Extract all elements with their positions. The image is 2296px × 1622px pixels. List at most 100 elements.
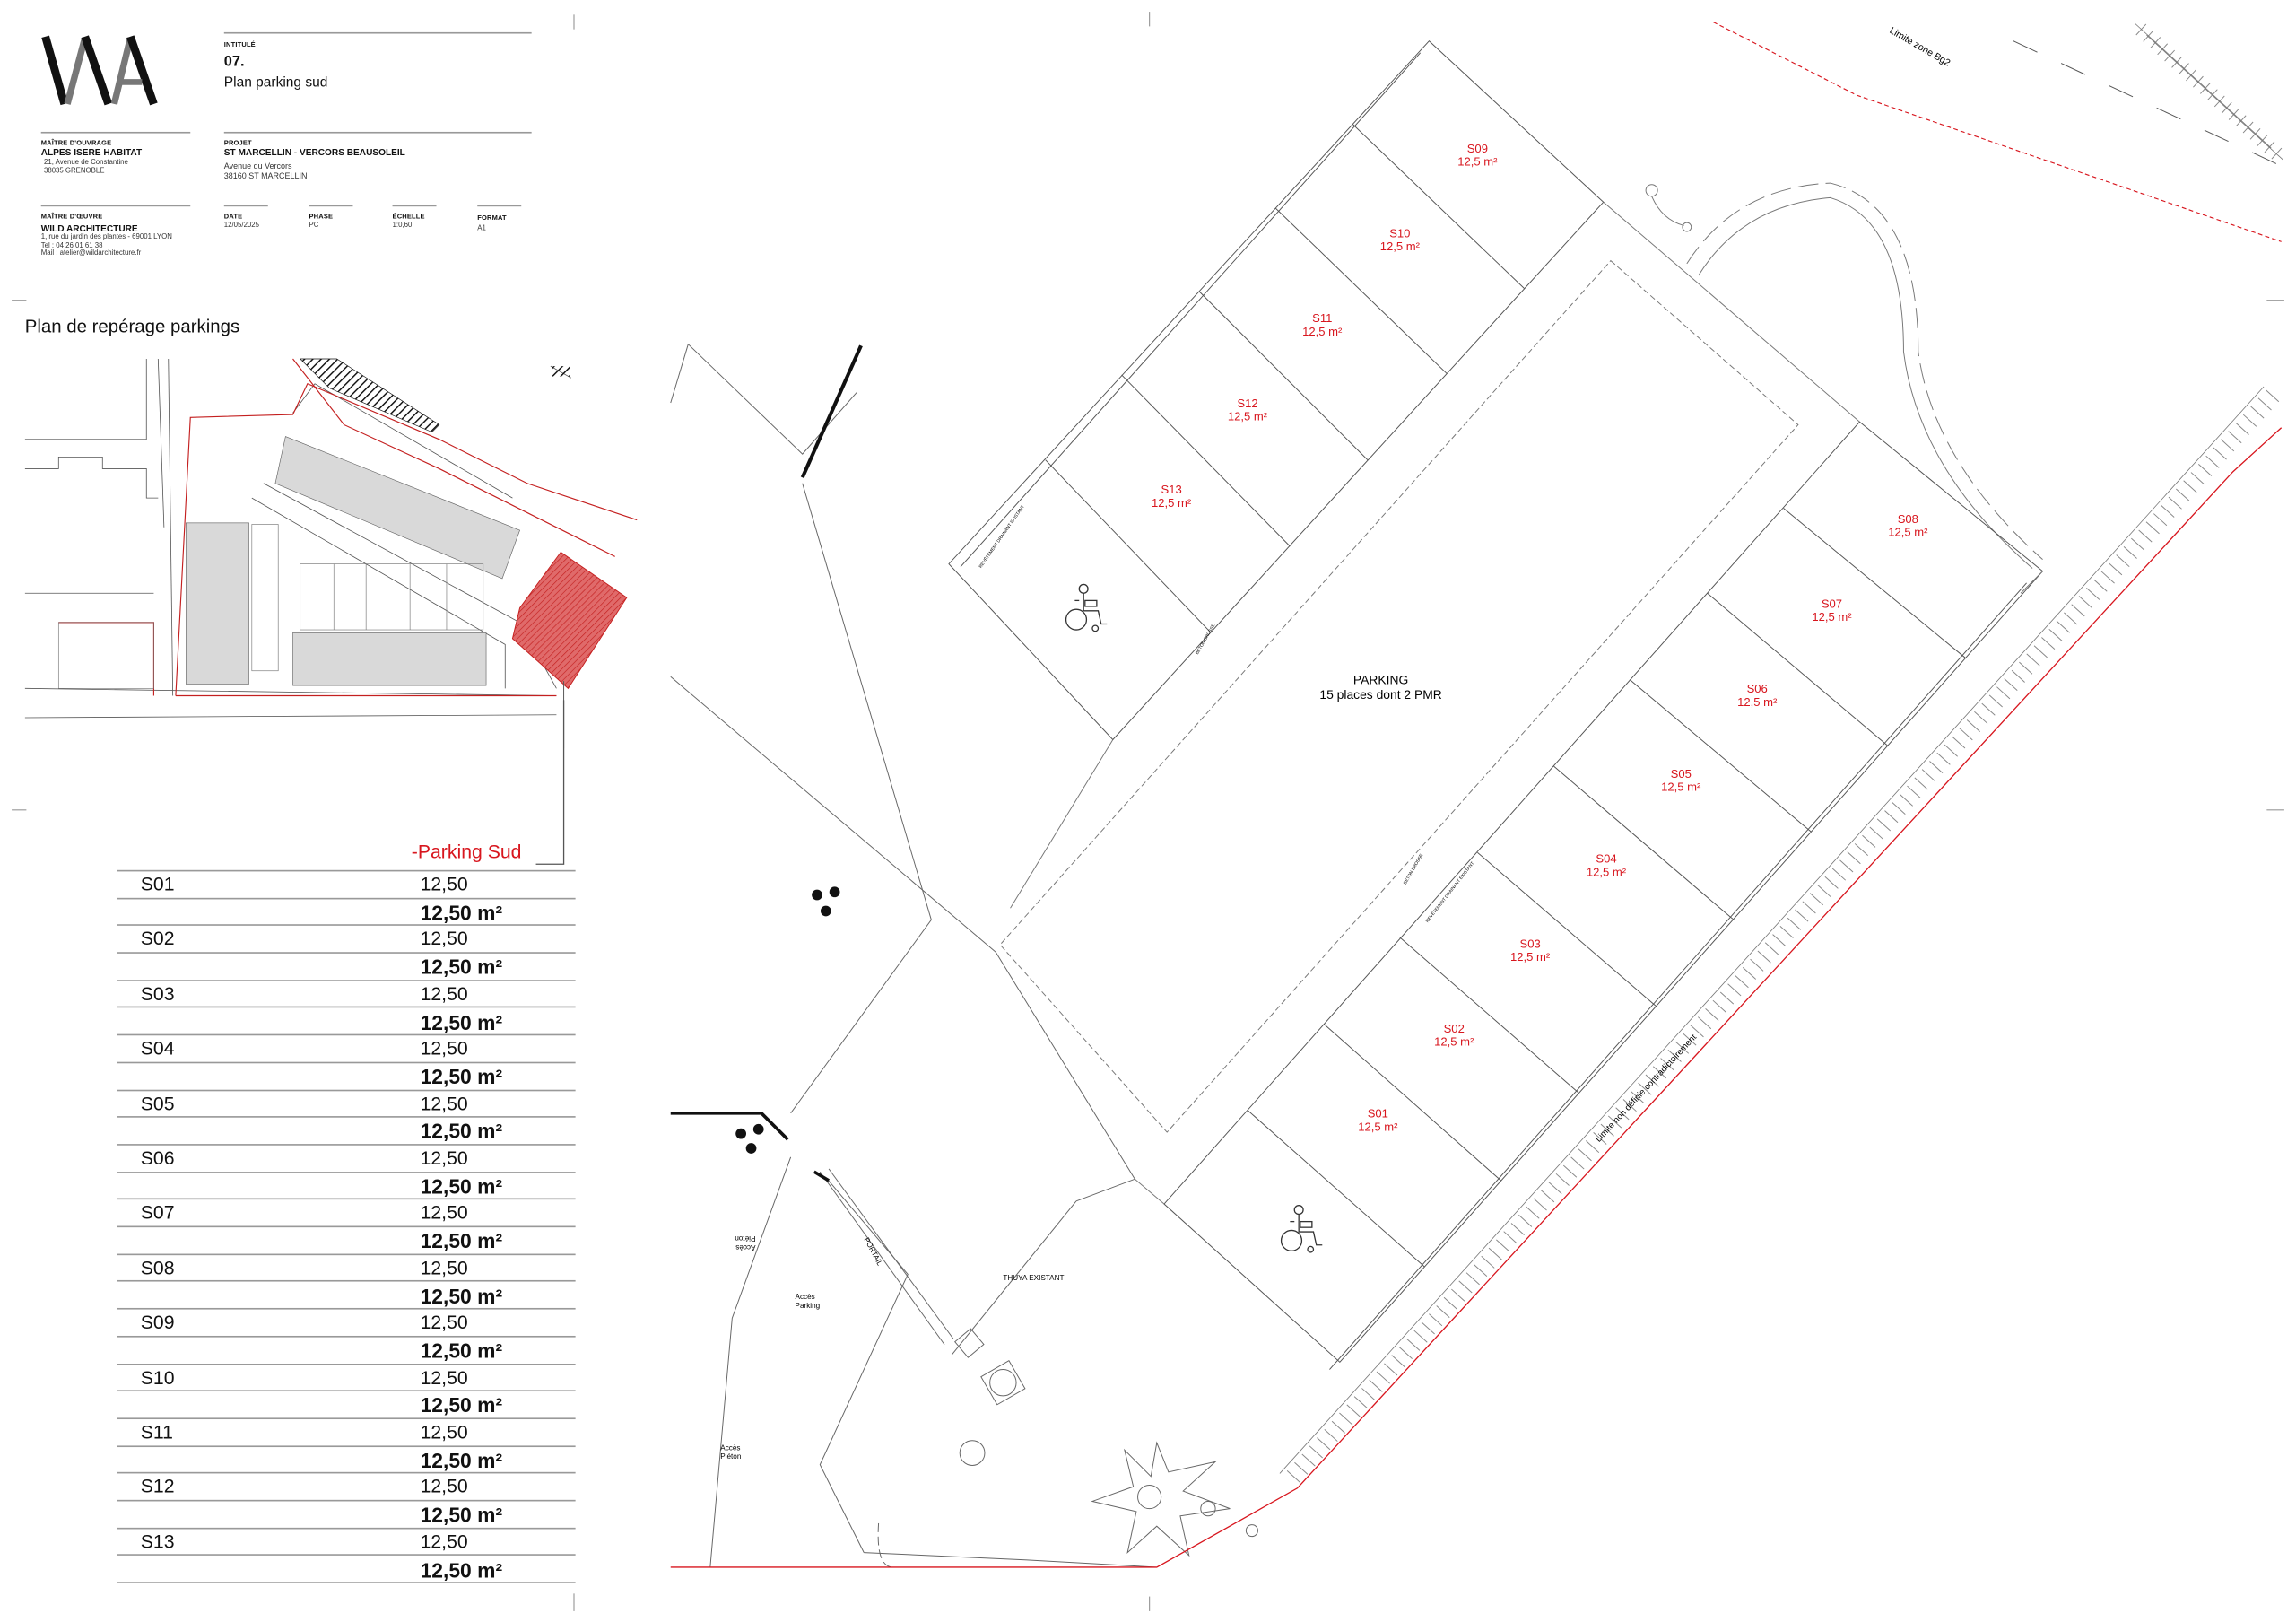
- existing-trees: [735, 886, 840, 1154]
- highlighted-parking-area: [511, 551, 628, 690]
- stall-label: S06: [1747, 682, 1768, 695]
- table-total-row: 12,50 m²: [117, 1557, 576, 1584]
- stall-label: S10: [1389, 226, 1410, 240]
- keyplan-title: Plan de repérage parkings: [24, 316, 240, 337]
- projet-address: Avenue du Vercors: [223, 162, 292, 172]
- stall-area: 12,5 m²: [1661, 780, 1701, 794]
- acces-parking-label-2: Parking: [796, 1302, 821, 1310]
- stall-label: S03: [1520, 937, 1541, 950]
- divider: [223, 131, 532, 134]
- divider: [392, 205, 437, 207]
- stall-value: 12,50: [420, 982, 468, 1005]
- stall-label: S04: [1596, 852, 1616, 866]
- stall-value: 12,50: [420, 1147, 468, 1169]
- boundary-hatch: [1282, 389, 2280, 1488]
- maitre-oeuvre-tel: Tel : 04 26 01 61 38: [40, 243, 103, 251]
- access-loop: [1645, 182, 2043, 569]
- stall-value: 12,50: [420, 1311, 468, 1334]
- echelle-label: ÉCHELLE: [392, 212, 425, 220]
- drive-lane: [999, 201, 2043, 1205]
- stall-area: 12,5 m²: [1510, 950, 1551, 964]
- table-row: S12 12,50: [117, 1474, 576, 1502]
- stall-id: S08: [140, 1256, 175, 1278]
- sheet-number: 07.: [223, 54, 245, 71]
- revetement-label: REVÊTEMENT DRAINANT EXISTANT: [977, 503, 1026, 570]
- divider: [223, 205, 268, 207]
- stall-value: 12,50: [420, 1201, 468, 1224]
- stall-id: S03: [140, 982, 175, 1005]
- phase-value: PC: [309, 222, 319, 231]
- existing-wall: [670, 1112, 789, 1141]
- stall-total: 12,50 m²: [420, 955, 503, 979]
- acces-pieton-label-1: Accès: [735, 1243, 755, 1251]
- maitre-oeuvre-label: MAÎTRE D'ŒUVRE: [40, 212, 103, 220]
- stall-id: S01: [140, 873, 175, 895]
- stall-label: S01: [1368, 1107, 1388, 1121]
- table-total-row: 12,50 m²: [117, 1392, 576, 1420]
- stall-label: S12: [1237, 397, 1257, 410]
- table-total-row: 12,50 m²: [117, 1173, 576, 1200]
- site-outlines: [670, 344, 1157, 1568]
- acces-pieton-label-1: Accès: [720, 1443, 740, 1452]
- format-value: A1: [477, 225, 486, 233]
- portail-label: PORTAIL: [862, 1236, 883, 1268]
- stall-area: 12,5 m²: [1457, 154, 1498, 168]
- divider: [223, 31, 532, 34]
- stall-area: 12,5 m²: [1380, 240, 1421, 253]
- table-total-row: 12,50 m²: [117, 1447, 576, 1475]
- format-label: FORMAT: [477, 214, 507, 222]
- stall-label: S09: [1467, 142, 1488, 155]
- table-total-row: 12,50 m²: [117, 1063, 576, 1091]
- stall-total: 12,50 m²: [420, 1228, 503, 1253]
- stall-value: 12,50: [420, 1420, 468, 1443]
- wheelchair-icon: [1280, 1205, 1323, 1253]
- maitre-ouvrage-label: MAÎTRE D'OUVRAGE: [40, 139, 112, 147]
- stall-value: 12,50: [420, 1365, 468, 1389]
- gate-post: [813, 1170, 831, 1182]
- thuya-label: THUYA EXISTANT: [1003, 1274, 1064, 1282]
- table-total-row: 12,50 m²: [117, 899, 576, 927]
- stall-id: S13: [140, 1530, 175, 1553]
- stall-value: 12,50: [420, 1475, 468, 1498]
- leader-line: [535, 700, 565, 865]
- stall-value: 12,50: [420, 928, 468, 950]
- keyplan-map: [24, 358, 638, 749]
- stall-label: S05: [1671, 767, 1692, 780]
- stall-area: 12,5 m²: [1228, 410, 1268, 423]
- table-total-row: 12,50 m²: [117, 1337, 576, 1365]
- table-total-row: 12,50 m²: [117, 954, 576, 981]
- stall-total: 12,50 m²: [420, 1009, 503, 1033]
- stall-area: 12,5 m²: [1812, 610, 1852, 624]
- revetement-label: REVÊTEMENT DRAINANT EXISTANT: [1423, 859, 1475, 923]
- stall-id: S05: [140, 1092, 175, 1114]
- stall-id: S12: [140, 1475, 175, 1498]
- stall-value: 12,50: [420, 1092, 468, 1114]
- sheet-crop-marks: [12, 12, 2284, 1611]
- wheelchair-icon: [1065, 583, 1108, 632]
- stall-area: 12,5 m²: [1888, 526, 1928, 539]
- projet-label: PROJET: [223, 139, 252, 147]
- date-value: 12/05/2025: [223, 222, 260, 231]
- table-row: S08 12,50: [117, 1255, 576, 1283]
- stall-id: S07: [140, 1201, 175, 1224]
- stall-label: S07: [1822, 597, 1842, 611]
- stall-label: S08: [1898, 512, 1918, 526]
- stall-area: 12,5 m²: [1358, 1120, 1398, 1133]
- stall-value: 12,50: [420, 1256, 468, 1278]
- stall-total: 12,50 m²: [420, 1448, 503, 1472]
- maitre-oeuvre-name: WILD ARCHITECTURE: [40, 223, 138, 235]
- lower-stalls-block: [1163, 421, 2044, 1370]
- stall-value: 12,50: [420, 1037, 468, 1060]
- dashed-limit: [2013, 40, 2277, 165]
- table-title: -Parking Sud: [411, 841, 522, 863]
- stall-total: 12,50 m²: [420, 1064, 503, 1088]
- maitre-oeuvre-mail: Mail : atelier@wildarchitecture.fr: [40, 250, 142, 258]
- stall-total: 12,50 m²: [420, 1284, 503, 1308]
